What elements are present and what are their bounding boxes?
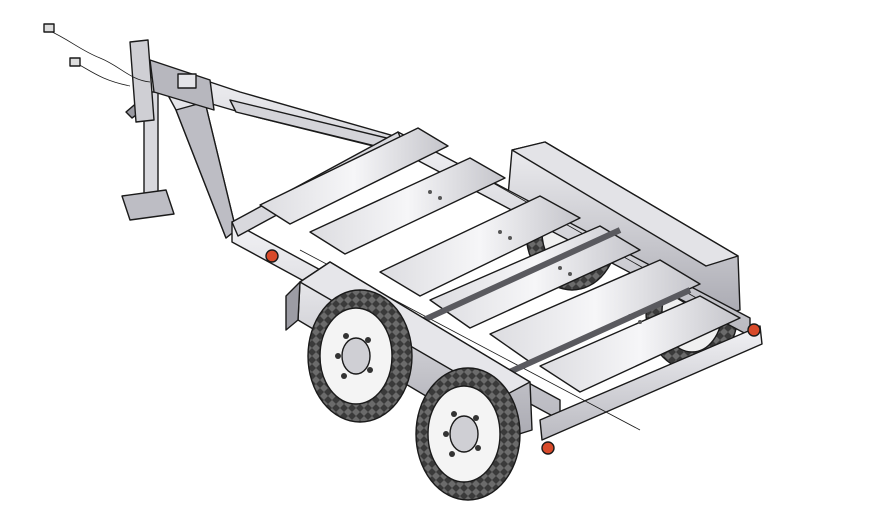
reflectors	[265, 249, 761, 455]
reflector-icon	[265, 249, 279, 263]
plank-2	[309, 157, 506, 255]
plank-3	[379, 195, 581, 297]
plank-4	[429, 225, 641, 329]
coupler-assembly	[129, 39, 215, 123]
plank-5	[489, 259, 701, 363]
deck-planks	[259, 127, 741, 393]
plank-1	[259, 127, 449, 225]
rear-crossmember	[539, 325, 763, 441]
near-wheel-rear	[415, 367, 521, 501]
tongue-frame	[149, 61, 431, 239]
plank-6	[539, 295, 741, 393]
wiring-harness	[43, 23, 151, 87]
near-wheel-front	[307, 289, 413, 423]
